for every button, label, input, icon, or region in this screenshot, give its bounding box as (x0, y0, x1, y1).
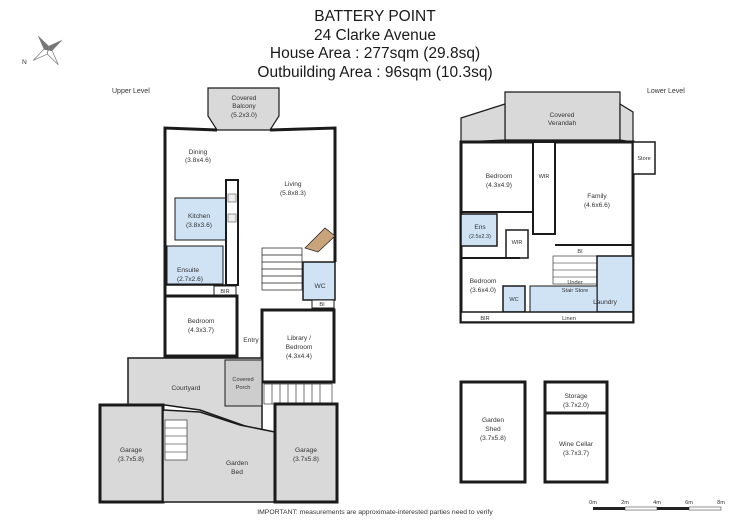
dining-size: (3.8x4.6) (185, 157, 211, 164)
kitchen-label: Kitchen (188, 213, 210, 220)
library-label-2: Bedroom (286, 344, 313, 351)
wir-small-label: WIR (512, 240, 523, 246)
lower-bir-label: BIR (480, 316, 489, 322)
linen-label: Linen (562, 316, 576, 322)
porch-label: Covered (232, 377, 253, 383)
garage-right-size: (3.7x5.8) (293, 456, 319, 463)
wir-label: WIR (539, 174, 550, 180)
courtyard-label: Courtyard (172, 385, 201, 392)
lower-level-label: Lower Level (647, 88, 685, 95)
lower-stairs (552, 255, 598, 285)
lower-level-plan: Covered Verandah Bedroom (4.3x4.9) WIR F… (459, 91, 656, 324)
wir-vertical (532, 141, 556, 235)
ens-label: Ens (474, 224, 486, 231)
scale-bar: 0m 2m 4m 6m 8m (589, 500, 725, 511)
balcony-label-2: Balcony (232, 103, 256, 110)
storage-label: Storage (564, 393, 587, 400)
upper-bedroom-label: Bedroom (188, 318, 215, 325)
under-stair-label: Under (567, 280, 582, 286)
upper-bi-label: BI (319, 302, 325, 308)
scale-tick-3: 6m (685, 500, 693, 506)
lower-bedroom2-label: Bedroom (470, 278, 497, 285)
cellar-size: (3.7x3.7) (563, 450, 589, 457)
storage-room (543, 380, 609, 415)
upper-bir-label: BIR (220, 289, 229, 295)
shed-label-2: Shed (485, 426, 501, 433)
verandah-label: Covered (550, 112, 575, 119)
upper-wc-label: WC (315, 283, 326, 290)
main-house-wall-right (269, 126, 337, 262)
lower-bedroom2-size: (3.6x4.0) (470, 287, 496, 294)
kitchen-size: (3.8x3.6) (186, 222, 212, 229)
library-size: (4.3x4.4) (286, 353, 312, 360)
storage-size: (3.7x2.0) (563, 402, 589, 409)
scale-tick-0: 0m (589, 500, 597, 506)
garage-left-size: (3.7x5.8) (118, 456, 144, 463)
library-label: Library / (287, 335, 311, 342)
lower-bedroom1-size: (4.3x4.9) (486, 182, 512, 189)
scale-tick-1: 2m (621, 500, 629, 506)
lower-wc-label: WC (509, 297, 518, 303)
kitchen-area (174, 197, 228, 241)
store-area (632, 141, 656, 175)
garden-bed-label: Garden (226, 460, 248, 467)
upper-bedroom (163, 294, 239, 358)
garage-left-label: Garage (120, 447, 142, 454)
library-bedroom (260, 308, 336, 384)
porch-label-2: Porch (236, 385, 251, 391)
shed-size: (3.7x5.8) (480, 435, 506, 442)
scale-tick-2: 4m (653, 500, 661, 506)
living-size: (5.8x8.3) (280, 190, 306, 197)
upper-bedroom-size: (4.3x3.7) (188, 327, 214, 334)
lower-bi-label: BI (577, 249, 583, 255)
upper-level-plan: Covered Balcony (5.2x3.0) Dining (3.8x4.… (98, 87, 339, 504)
wc-area (302, 261, 336, 301)
suburb-title: BATTERY POINT (314, 8, 436, 25)
balcony-label: Covered (232, 95, 257, 102)
laundry-label: Laundry (593, 299, 618, 306)
outbuilding-area-title: Outbuilding Area : 96sqm (10.3sq) (257, 63, 493, 81)
ens-size: (2.5x2.3) (469, 234, 491, 240)
entry-label: Entry (243, 337, 259, 344)
address-title: 24 Clarke Avenue (313, 26, 437, 44)
lower-bedroom1-label: Bedroom (486, 173, 513, 180)
scale-tick-4: 8m (717, 500, 725, 506)
ensuite-area (166, 245, 224, 285)
outbuildings: Garden Shed (3.7x5.8) Storage (3.7x2.0) … (459, 380, 609, 484)
ensuite-size: (2.7x2.6) (177, 276, 203, 283)
store-label: Store (637, 156, 650, 162)
upper-stairs (261, 247, 303, 291)
covered-porch-area (224, 359, 263, 407)
garage-right-label: Garage (295, 447, 317, 454)
compass-north-label: N (22, 59, 27, 66)
verandah-label-2: Verandah (548, 120, 577, 127)
ensuite-label: Ensuite (177, 267, 199, 274)
upper-level-label: Upper Level (112, 88, 150, 95)
family-label: Family (587, 193, 607, 200)
dining-label: Dining (189, 149, 208, 156)
balcony-size: (5.2x3.0) (231, 112, 257, 119)
under-stair-label-2: Stair Store (562, 288, 588, 294)
disclaimer-text: IMPORTANT: measurements are approximate-… (257, 509, 493, 516)
garden-shed (459, 380, 527, 484)
wine-cellar (543, 411, 609, 484)
title-block: BATTERY POINT 24 Clarke Avenue House Are… (0, 8, 750, 82)
compass-star-icon (33, 35, 63, 65)
main-house-wall (163, 126, 218, 355)
family-size: (4.6x6.6) (584, 202, 610, 209)
garden-bed-label-2: Bed (231, 469, 243, 476)
cellar-label: Wine Cellar (559, 441, 594, 448)
garage-right (273, 402, 339, 504)
shed-label: Garden (482, 417, 504, 424)
ens-area (460, 213, 498, 247)
house-area-title: House Area : 277sqm (29.8sq) (269, 45, 481, 62)
living-label: Living (284, 181, 302, 188)
